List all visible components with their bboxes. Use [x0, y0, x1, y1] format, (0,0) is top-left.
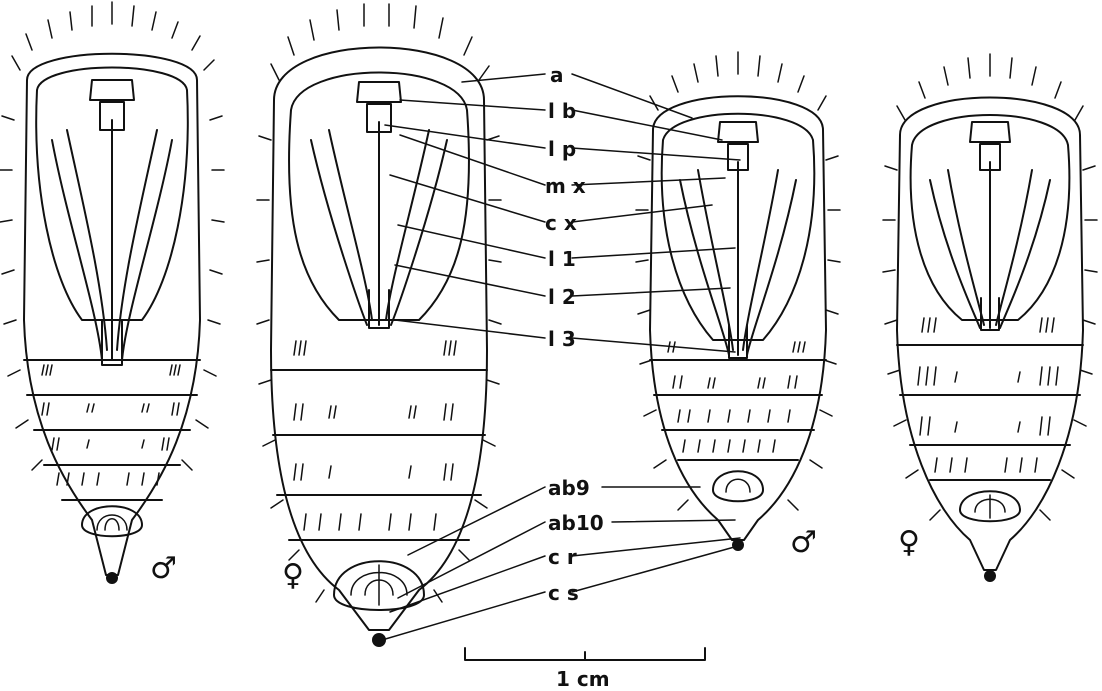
- label-mx: m x: [545, 174, 586, 198]
- label-ab9: ab9: [548, 476, 590, 500]
- sex-symbol-female-right: ♀: [898, 525, 920, 560]
- scale-bar-label: 1 cm: [556, 667, 610, 691]
- label-lp: l p: [548, 137, 576, 161]
- sex-symbol-male-left: ♂: [150, 551, 177, 586]
- label-cs: c s: [548, 581, 579, 605]
- label-l3: l 3: [548, 327, 576, 351]
- label-l2: l 2: [548, 285, 576, 309]
- label-l1: l 1: [548, 247, 576, 271]
- label-cx: c x: [545, 211, 577, 235]
- label-lb: l b: [548, 99, 576, 123]
- pupa-male-right: [636, 52, 840, 551]
- pupa-female-right: [883, 54, 1097, 582]
- label-cr: c r: [548, 545, 577, 569]
- pupa-male-left: [0, 2, 224, 584]
- structure-labels: a l b l p m x c x l 1 l 2 l 3 ab9 ab10 c…: [545, 63, 604, 605]
- pupa-female-center: [257, 4, 501, 647]
- label-ab10: ab10: [548, 511, 604, 535]
- sex-symbol-male-right: ♂: [790, 525, 817, 560]
- label-a: a: [550, 63, 564, 87]
- sex-symbol-female-center: ♀: [282, 558, 304, 593]
- scale-bar: 1 cm: [465, 648, 705, 691]
